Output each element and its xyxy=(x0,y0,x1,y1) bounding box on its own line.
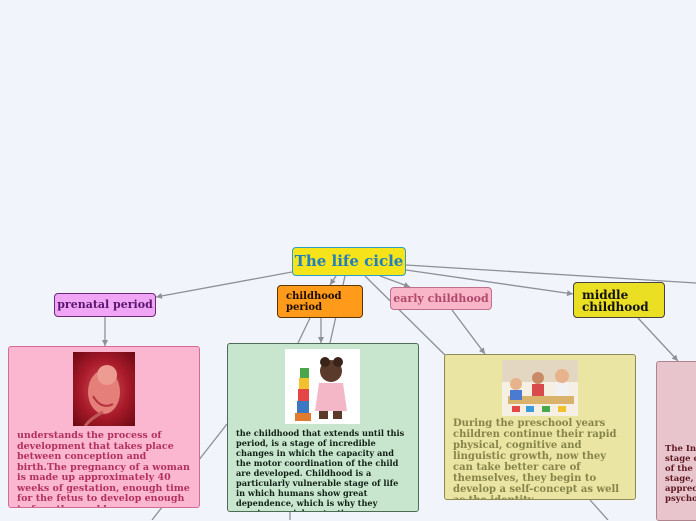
link-early-card xyxy=(451,309,486,355)
card-childhood-text: the childhood that extends until this pe… xyxy=(236,428,405,511)
topic-middle-childhood[interactable]: middle childhood xyxy=(573,282,665,318)
link-root-prenatal xyxy=(155,271,293,299)
link-early-card-down xyxy=(589,499,609,520)
link-root-early xyxy=(379,275,411,288)
card-middle-line: stage, c xyxy=(665,474,696,484)
card-middle-line: psycho xyxy=(665,494,696,504)
toddler-with-blocks-photo xyxy=(285,349,360,424)
link-root-middle xyxy=(405,269,574,297)
card-early-childhood[interactable]: During the preschool years children cont… xyxy=(444,354,636,500)
root-node-life-cicle[interactable]: The life cicle xyxy=(292,247,406,276)
card-middle-childhood[interactable]: The In stage o of the s stage, c apprec … xyxy=(656,361,696,521)
toddler-blocks-illustration xyxy=(295,357,347,421)
link-middle-card xyxy=(637,317,679,362)
card-middle-line: of the s xyxy=(665,464,696,474)
fetus-illustration xyxy=(83,365,120,426)
link-root-offscreen xyxy=(405,264,696,284)
card-middle-line: apprec xyxy=(665,484,696,494)
topic-early-childhood[interactable]: early childhood xyxy=(390,287,492,310)
card-prenatal-text: understands the process of development t… xyxy=(17,430,190,507)
link-root-early-card xyxy=(364,275,447,357)
topic-childhood-period[interactable]: childhood period xyxy=(277,285,363,318)
card-early-text: During the preschool years children cont… xyxy=(453,418,620,499)
topic-prenatal-period[interactable]: prenatal period xyxy=(54,293,156,317)
classroom-illustration xyxy=(502,360,578,412)
card-middle-line: stage o xyxy=(665,454,696,464)
fetus-photo xyxy=(73,352,135,426)
card-middle-line: The In xyxy=(665,444,696,454)
link-childhood-card-b xyxy=(297,317,311,344)
link-root-childhood xyxy=(329,275,337,286)
classroom-children-photo xyxy=(502,360,578,416)
